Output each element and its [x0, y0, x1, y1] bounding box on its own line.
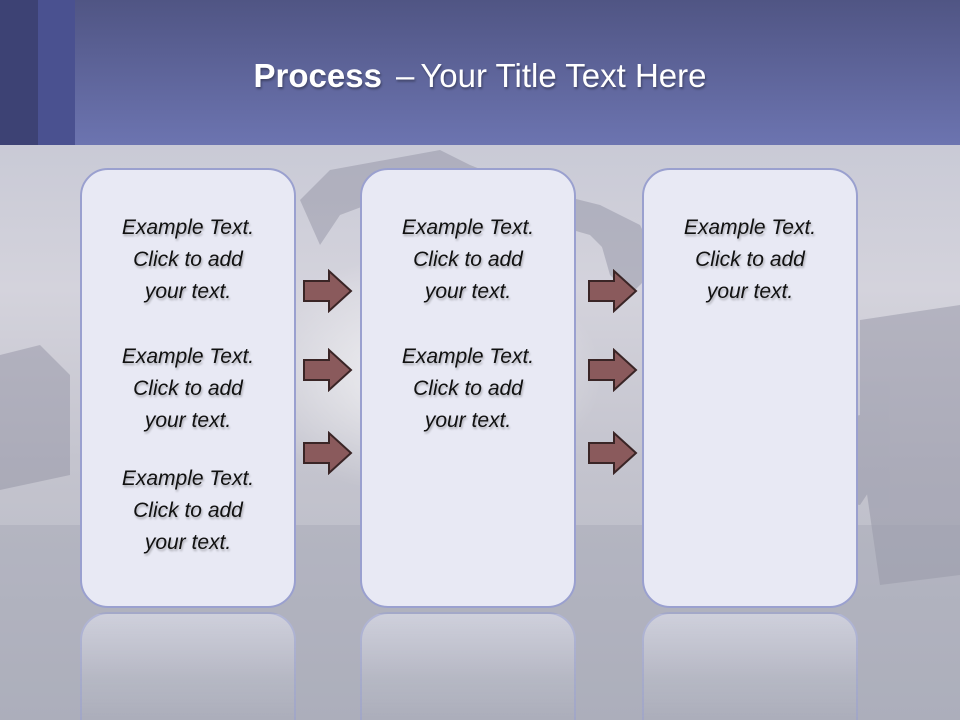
header-stripe-dark	[0, 0, 38, 145]
title-band: Process–Your Title Text Here	[0, 0, 960, 145]
box-1-text-1[interactable]: Example Text. Click to add your text.	[121, 216, 255, 303]
box-3-text-1[interactable]: Example Text. Click to add your text.	[683, 216, 817, 303]
right-arrow-icon	[588, 269, 638, 313]
title-bold-word: Process	[253, 57, 382, 94]
box-1-text-2[interactable]: Example Text. Click to add your text.	[121, 345, 255, 432]
box-2-text-2[interactable]: Example Text. Click to add your text.	[401, 345, 535, 432]
box-reflection-3	[642, 612, 858, 720]
right-arrow-icon	[303, 269, 353, 313]
box-1-text-3[interactable]: Example Text. Click to add your text.	[121, 467, 255, 554]
process-box-2[interactable]: Example Text. Click to add your text. Ex…	[360, 168, 576, 608]
process-box-3[interactable]: Example Text. Click to add your text.	[642, 168, 858, 608]
title-separator: –	[395, 57, 415, 94]
title-rest: Your Title Text Here	[420, 57, 707, 94]
right-arrow-icon	[303, 348, 353, 392]
right-arrow-icon	[303, 431, 353, 475]
slide-title[interactable]: Process–Your Title Text Here	[0, 52, 960, 100]
box-2-text-1[interactable]: Example Text. Click to add your text.	[401, 216, 535, 303]
right-arrow-icon	[588, 348, 638, 392]
box-reflection-2	[360, 612, 576, 720]
box-reflection-1	[80, 612, 296, 720]
process-box-1[interactable]: Example Text. Click to add your text. Ex…	[80, 168, 296, 608]
header-stripe-light	[38, 0, 75, 145]
right-arrow-icon	[588, 431, 638, 475]
